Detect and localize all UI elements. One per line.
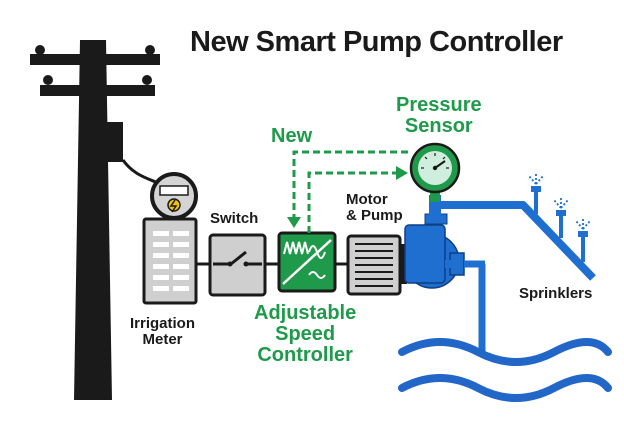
irrigation-meter xyxy=(142,172,198,305)
sprinkler-piping xyxy=(433,186,596,281)
pressure-sensor-label: Pressure Sensor xyxy=(396,94,482,137)
sprinkler-spray xyxy=(528,174,591,230)
irrigation-meter-label: Irrigation Meter xyxy=(130,315,196,348)
new-label: New xyxy=(271,125,313,147)
sprinklers-label: Sprinklers xyxy=(519,285,593,302)
pump-body xyxy=(404,195,486,352)
pressure-gauge xyxy=(409,142,461,202)
switch-box xyxy=(208,233,267,297)
utility-pole xyxy=(30,40,160,400)
switch-label: Switch xyxy=(210,210,259,227)
adjustable-speed-controller-label: Adjustable Speed Controller xyxy=(254,302,357,366)
page-title: New Smart Pump Controller xyxy=(190,26,563,58)
sensor-arrowhead xyxy=(396,166,408,180)
motor-unit xyxy=(346,234,407,296)
water-waves xyxy=(398,338,612,402)
motor-pump-label: Motor & Pump xyxy=(346,191,403,224)
speed-controller-box xyxy=(277,231,337,293)
controller-arrowhead xyxy=(287,217,301,228)
new-signal-lines xyxy=(292,150,408,233)
